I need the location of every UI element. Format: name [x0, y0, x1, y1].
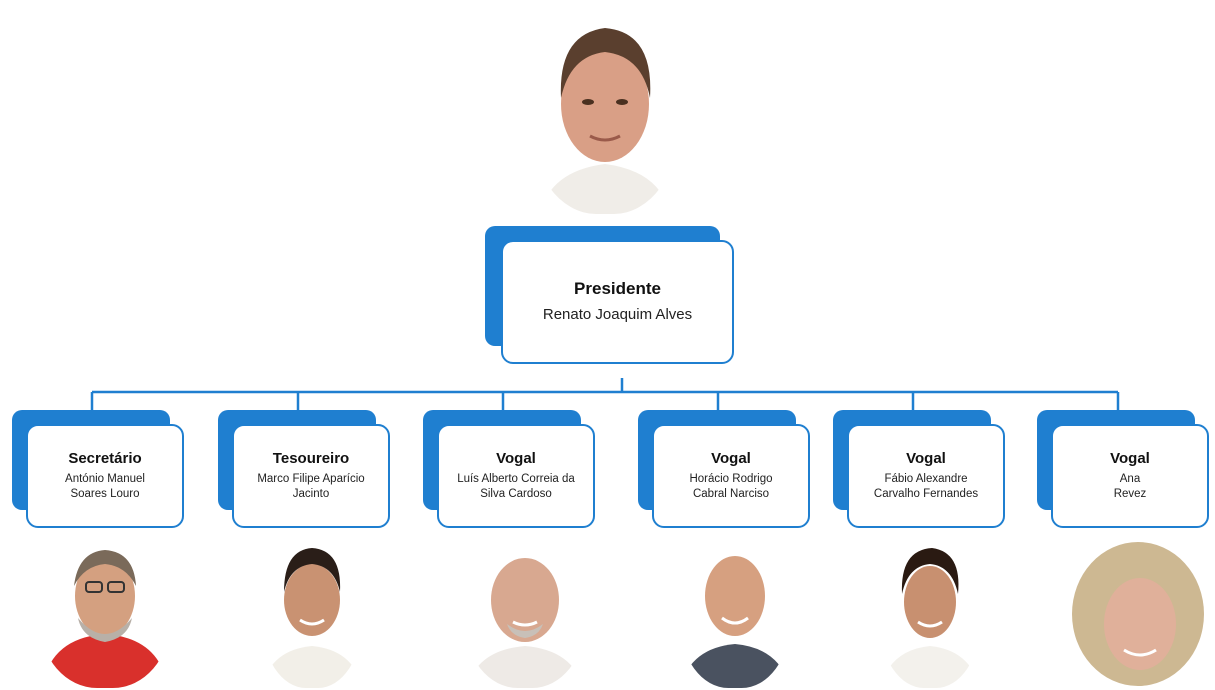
- member-name-line2: Soares Louro: [70, 488, 140, 500]
- member-name-line1: Fábio Alexandre: [884, 473, 968, 486]
- member-node-3: Vogal Luís Alberto Correia da Silva Card…: [423, 410, 598, 530]
- member-photo-1: [40, 538, 170, 688]
- member-role: Vogal: [496, 450, 536, 468]
- member-role: Tesoureiro: [272, 450, 350, 468]
- member-node-card: Secretário António Manuel Soares Louro: [26, 424, 184, 528]
- member-role: Secretário: [68, 450, 142, 468]
- member-node-card: Tesoureiro Marco Filipe Aparício Jacinto: [232, 424, 390, 528]
- president-node: Presidente Renato Joaquim Alves: [485, 226, 750, 381]
- member-name-line1: António Manuel: [65, 473, 145, 486]
- member-node-6: Vogal Ana Revez: [1037, 410, 1212, 530]
- member-name-line2: Revez: [1113, 488, 1147, 500]
- member-name-line2: Jacinto: [292, 488, 330, 500]
- member-name-line2: Cabral Narciso: [692, 488, 770, 500]
- member-photo-3: [465, 538, 585, 688]
- member-name-line1: Luís Alberto Correia da: [457, 473, 575, 486]
- member-name-line1: Horácio Rodrigo: [689, 473, 773, 486]
- member-node-card: Vogal Horácio Rodrigo Cabral Narciso: [652, 424, 810, 528]
- member-name-line2: Carvalho Fernandes: [873, 488, 979, 500]
- member-name-line1: Marco Filipe Aparício: [257, 473, 365, 486]
- member-role: Vogal: [1110, 450, 1150, 468]
- member-photo-4: [680, 538, 790, 688]
- president-name: Renato Joaquim Alves: [542, 306, 693, 324]
- member-node-2: Tesoureiro Marco Filipe Aparício Jacinto: [218, 410, 393, 530]
- member-name-line2: Silva Cardoso: [480, 488, 552, 500]
- member-node-card: Vogal Fábio Alexandre Carvalho Fernandes: [847, 424, 1005, 528]
- president-photo: [530, 6, 680, 214]
- member-photo-5: [880, 540, 980, 688]
- member-photo-2: [262, 538, 362, 688]
- member-node-4: Vogal Horácio Rodrigo Cabral Narciso: [638, 410, 813, 530]
- member-role: Vogal: [711, 450, 751, 468]
- member-node-5: Vogal Fábio Alexandre Carvalho Fernandes: [833, 410, 1008, 530]
- member-node-card: Vogal Luís Alberto Correia da Silva Card…: [437, 424, 595, 528]
- president-node-card: Presidente Renato Joaquim Alves: [501, 240, 734, 364]
- member-role: Vogal: [906, 450, 946, 468]
- member-node-1: Secretário António Manuel Soares Louro: [12, 410, 187, 530]
- president-role: Presidente: [574, 279, 661, 299]
- member-node-card: Vogal Ana Revez: [1051, 424, 1209, 528]
- member-name-line1: Ana: [1119, 473, 1141, 486]
- member-photo-6: [1068, 540, 1208, 688]
